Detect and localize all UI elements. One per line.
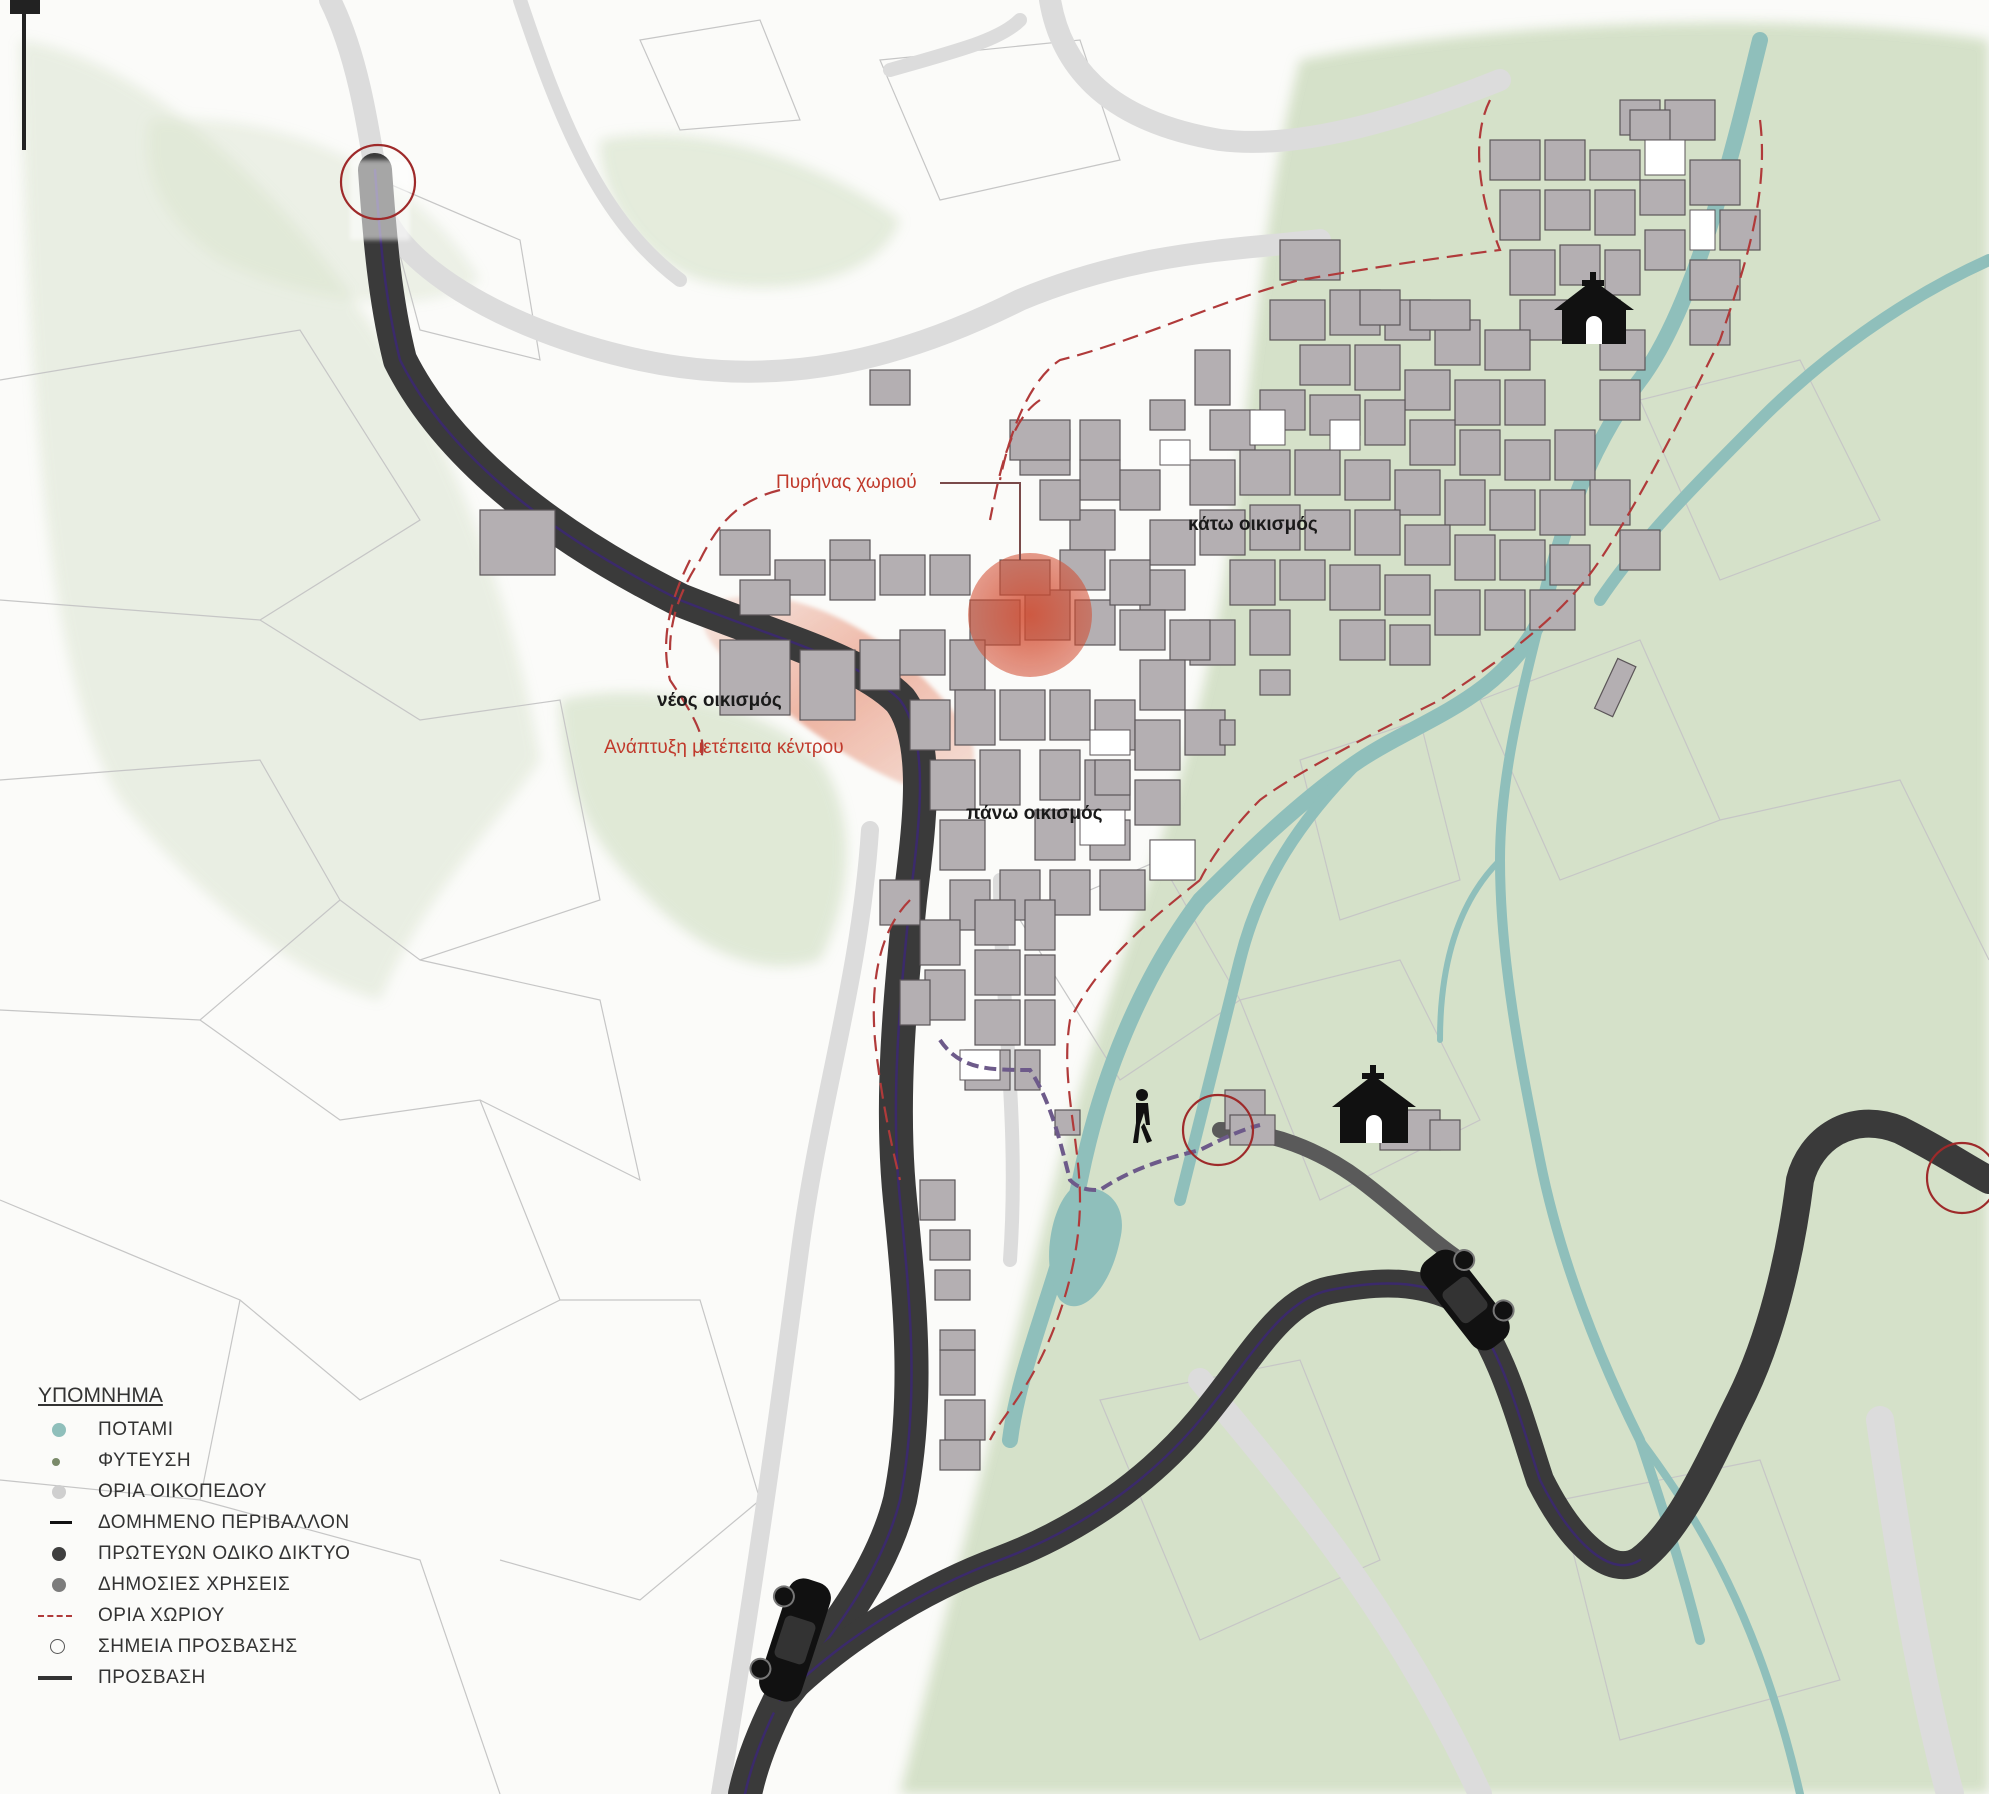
- river-pool: [1049, 1187, 1122, 1307]
- legend-item: ΔΗΜΟΣΙΕΣ ΧΡΗΣΕΙΣ: [38, 1569, 438, 1600]
- legend-label: ΟΡΙΑ ΟΙΚΟΠΕΔΟΥ: [98, 1480, 268, 1502]
- legend-symbol: [38, 1573, 98, 1597]
- label-village-core: Πυρήνας χωριού: [776, 472, 917, 493]
- map-legend: ΥΠΟΜΝΗΜΑ ΠΟΤΑΜΙ ΦΥΤΕΥΣΗ ΟΡΙΑ ΟΙΚΟΠΕΔΟΥ ΔΟΜΗ…: [38, 1384, 438, 1693]
- label-new-settlement: νέος οικισμός: [657, 690, 782, 711]
- legend-symbol: [38, 1449, 98, 1473]
- legend-symbol: [38, 1542, 98, 1566]
- legend-symbol: [38, 1511, 98, 1535]
- legend-label: ΠΡΟΣΒΑΣΗ: [98, 1666, 206, 1688]
- core-leader-line: [940, 482, 1021, 560]
- legend-label: ΠΡΩΤΕΥΩΝ ΟΔΙΚΟ ΔΙΚΤΥΟ: [98, 1542, 351, 1564]
- legend-item: ΣΗΜΕΙΑ ΠΡΟΣΒΑΣΗΣ: [38, 1631, 438, 1662]
- legend-title: ΥΠΟΜΝΗΜΑ: [38, 1384, 163, 1407]
- north-arrow-icon: [10, 0, 40, 150]
- legend-label: ΣΗΜΕΙΑ ΠΡΟΣΒΑΣΗΣ: [98, 1635, 298, 1657]
- legend-symbol: [38, 1666, 98, 1690]
- village-core-highlight: [968, 553, 1092, 677]
- legend-label: ΠΟΤΑΜΙ: [98, 1418, 174, 1440]
- legend-item: ΠΟΤΑΜΙ: [38, 1414, 438, 1445]
- label-later-center: Ανάπτυξη μετέπειτα κέντρου: [604, 737, 844, 758]
- label-upper-settlement: πάνω οικισμός: [966, 803, 1103, 824]
- legend-label: ΔΟΜΗΜΕΝΟ ΠΕΡΙΒΑΛΛΟΝ: [98, 1511, 350, 1533]
- legend-symbol: [38, 1418, 98, 1442]
- legend-label: ΟΡΙΑ ΧΩΡΙΟΥ: [98, 1604, 225, 1626]
- legend-item: ΠΡΟΣΒΑΣΗ: [38, 1662, 438, 1693]
- legend-item: ΟΡΙΑ ΧΩΡΙΟΥ: [38, 1600, 438, 1631]
- legend-item: ΔΟΜΗΜΕΝΟ ΠΕΡΙΒΑΛΛΟΝ: [38, 1507, 438, 1538]
- legend-item: ΠΡΩΤΕΥΩΝ ΟΔΙΚΟ ΔΙΚΤΥΟ: [38, 1538, 438, 1569]
- car-icon: [749, 1578, 831, 1702]
- legend-label: ΔΗΜΟΣΙΕΣ ΧΡΗΣΕΙΣ: [98, 1573, 291, 1595]
- village-boundaries: [664, 99, 1764, 1441]
- legend-label: ΦΥΤΕΥΣΗ: [98, 1449, 192, 1471]
- legend-symbol: [38, 1480, 98, 1504]
- church-icon: [1554, 272, 1634, 344]
- label-lower-settlement: κάτω οικισμός: [1188, 514, 1318, 535]
- legend-item: ΟΡΙΑ ΟΙΚΟΠΕΔΟΥ: [38, 1476, 438, 1507]
- legend-item: ΦΥΤΕΥΣΗ: [38, 1445, 438, 1476]
- access-path: [938, 1038, 1261, 1193]
- open-plots: [959, 139, 1716, 1081]
- pedestrian-icon: [1133, 1089, 1152, 1143]
- church-icon: [1332, 1065, 1416, 1143]
- legend-symbol: [38, 1635, 98, 1659]
- road-fade: [350, 160, 410, 240]
- access-points: [339, 143, 1989, 1215]
- car-icon: [1420, 1249, 1515, 1351]
- legend-symbol: [38, 1604, 98, 1628]
